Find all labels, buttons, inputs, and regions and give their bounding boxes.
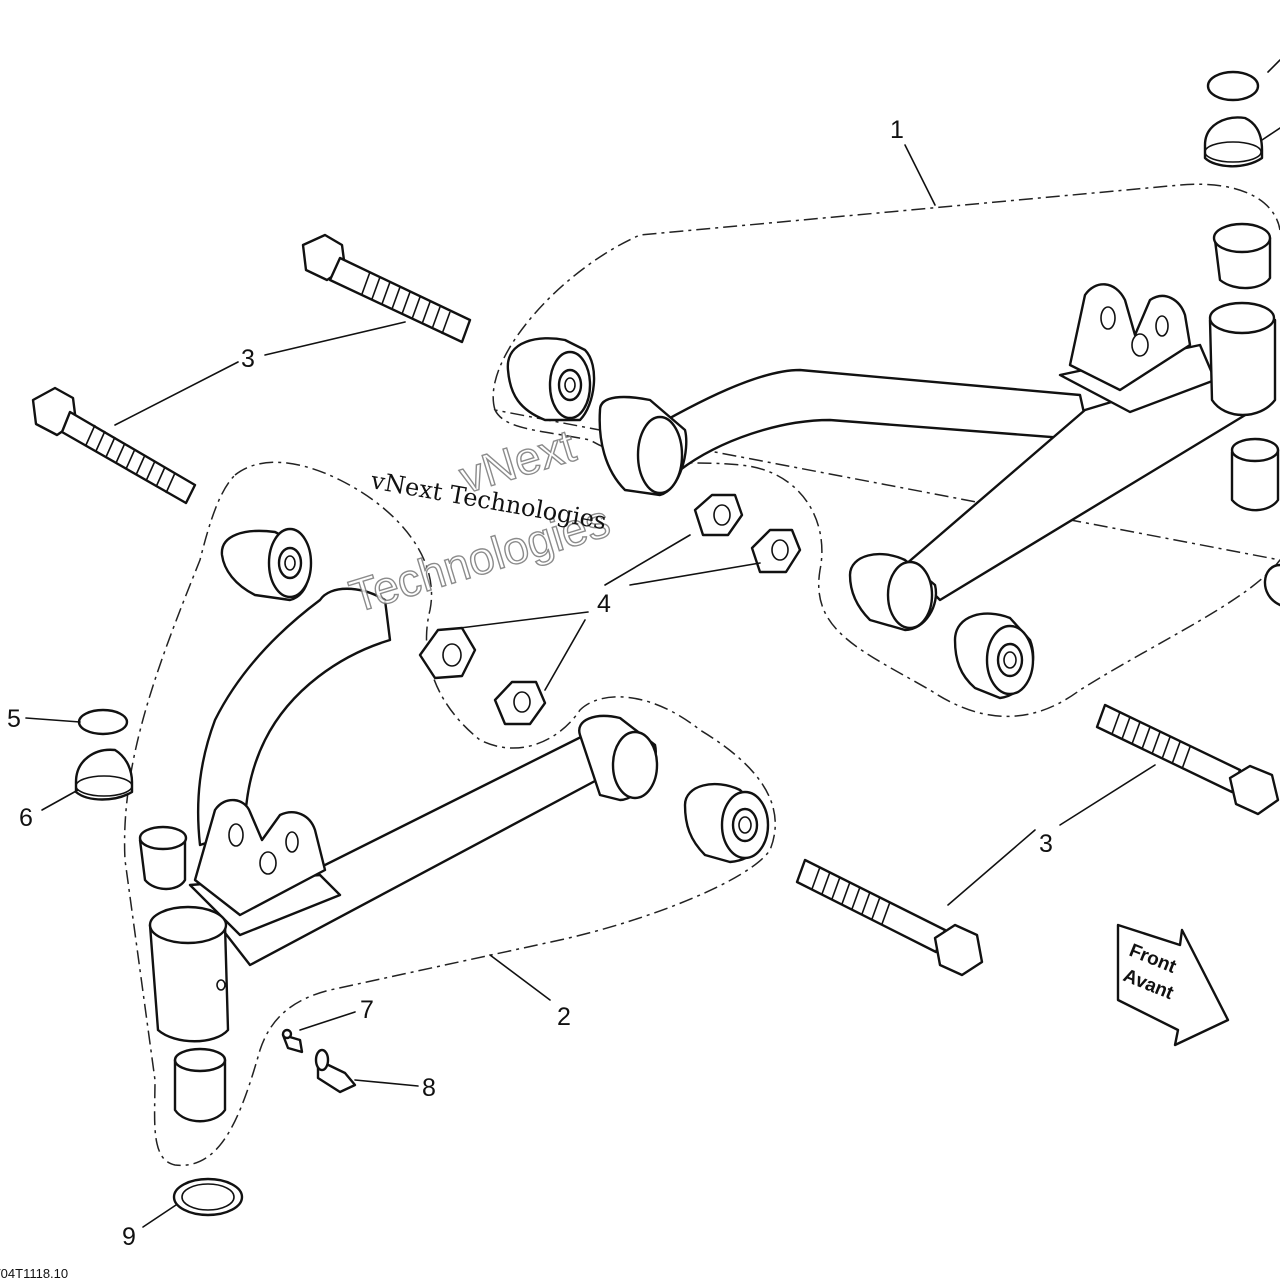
plug-8 [314, 1048, 357, 1094]
o-ring-top-right [1206, 70, 1260, 102]
assembly-outline-1 [492, 183, 1280, 717]
leader-lines [25, 59, 1280, 1228]
nut-3 [418, 626, 477, 680]
callout-5: 5 [7, 705, 21, 733]
nut-4 [493, 680, 547, 726]
callout-2: 2 [557, 1003, 571, 1031]
bushing-sleeve-left-upper [138, 825, 188, 891]
o-ring-5 [77, 708, 129, 736]
callout-9: 9 [122, 1223, 136, 1251]
nut-1 [693, 493, 744, 537]
callout-1: 1 [890, 116, 904, 144]
callout-3-right: 3 [1039, 830, 1053, 858]
control-arm-1 [506, 70, 1280, 700]
bolt-left [31, 386, 197, 505]
bolt-top-left [301, 233, 472, 344]
pivot-bushing-lower-2 [953, 612, 1035, 700]
front-direction-arrow: Front Avant [1116, 923, 1230, 1047]
pivot-bushing-left-lower [683, 782, 770, 864]
bolt-right [1095, 703, 1280, 816]
callout-8: 8 [422, 1074, 436, 1102]
drawing-code: V04T1118.10 [0, 1266, 68, 1280]
bushing-sleeve-lower-right [1230, 437, 1280, 512]
dust-cap-top-right [1203, 116, 1264, 168]
dust-cap-6 [74, 748, 134, 801]
seal-9 [172, 1177, 244, 1217]
bushing-sleeve-top-right [1212, 222, 1272, 290]
nut-2 [750, 528, 802, 574]
pivot-bushing-left-top [220, 527, 313, 602]
callout-3-left: 3 [241, 345, 255, 373]
o-ring-right-edge [1263, 563, 1280, 607]
assembly-outline-2 [123, 461, 776, 1166]
pivot-bushing-lower-1 [848, 552, 938, 632]
grease-fitting-7 [281, 1028, 304, 1054]
callout-4: 4 [597, 590, 611, 618]
control-arm-2 [138, 527, 770, 1123]
pivot-bushing-inner [598, 395, 688, 497]
pivot-bushing-top [506, 337, 596, 422]
bushing-sleeve-left-lower [173, 1047, 227, 1123]
bolt-center [795, 858, 984, 977]
callout-7: 7 [360, 996, 374, 1024]
callout-6: 6 [19, 804, 33, 832]
